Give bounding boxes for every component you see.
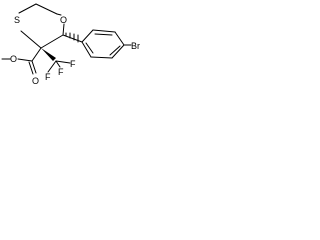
bond-carbonyl-o-single bbox=[17, 58, 33, 62]
bond-c-f3 bbox=[47, 60, 57, 73]
atom-label-fluorine-2: F bbox=[70, 59, 76, 69]
bond-s-c-top bbox=[18, 3, 37, 14]
chemical-structure-diagram: S O O O Br F F F bbox=[1, 3, 140, 86]
atom-label-fluorine-1: F bbox=[58, 67, 64, 77]
ester-group bbox=[1, 47, 42, 75]
aryl-double-2 bbox=[109, 45, 121, 56]
bromophenyl-ring bbox=[62, 29, 132, 59]
wedge-bond-cf3 bbox=[41, 48, 56, 61]
aryl-bond-1 bbox=[81, 29, 94, 43]
atom-label-oxygen-ester-1: O bbox=[10, 54, 17, 64]
bond-carbonyl-o-double-a bbox=[31, 60, 37, 74]
atom-label-oxygen-ring: O bbox=[60, 15, 67, 25]
oxathiane-ring bbox=[18, 3, 65, 49]
bond-c-c-top bbox=[35, 3, 58, 15]
structure-canvas: S O O O Br F F F bbox=[0, 0, 149, 88]
atom-label-oxygen-ester-2: O bbox=[32, 76, 39, 86]
aryl-bond-5 bbox=[90, 56, 113, 59]
bond-c-carbonyl bbox=[31, 47, 42, 62]
bond-c-s-ring bbox=[20, 30, 42, 49]
bond-c-f2 bbox=[55, 60, 71, 64]
bond-c-f1 bbox=[55, 60, 61, 68]
atom-label-bromine: Br bbox=[131, 41, 140, 51]
aryl-bond-2 bbox=[92, 29, 116, 33]
bond-o-c-ring bbox=[62, 23, 65, 36]
aryl-bond-3 bbox=[114, 31, 125, 46]
hashed-wedge-aryl bbox=[65, 32, 79, 43]
bond-c-c-stereo bbox=[40, 34, 64, 49]
aryl-double-1 bbox=[94, 33, 113, 36]
bond-carbonyl-o-double-b bbox=[28, 61, 34, 75]
aryl-double-3 bbox=[85, 42, 94, 54]
atom-label-sulfur: S bbox=[14, 15, 20, 25]
trifluoromethyl-group bbox=[41, 48, 71, 73]
bond-c-o-ring bbox=[56, 13, 62, 16]
aryl-bond-6 bbox=[81, 41, 92, 58]
aryl-bond-4 bbox=[111, 44, 125, 59]
atom-label-fluorine-3: F bbox=[45, 72, 51, 82]
